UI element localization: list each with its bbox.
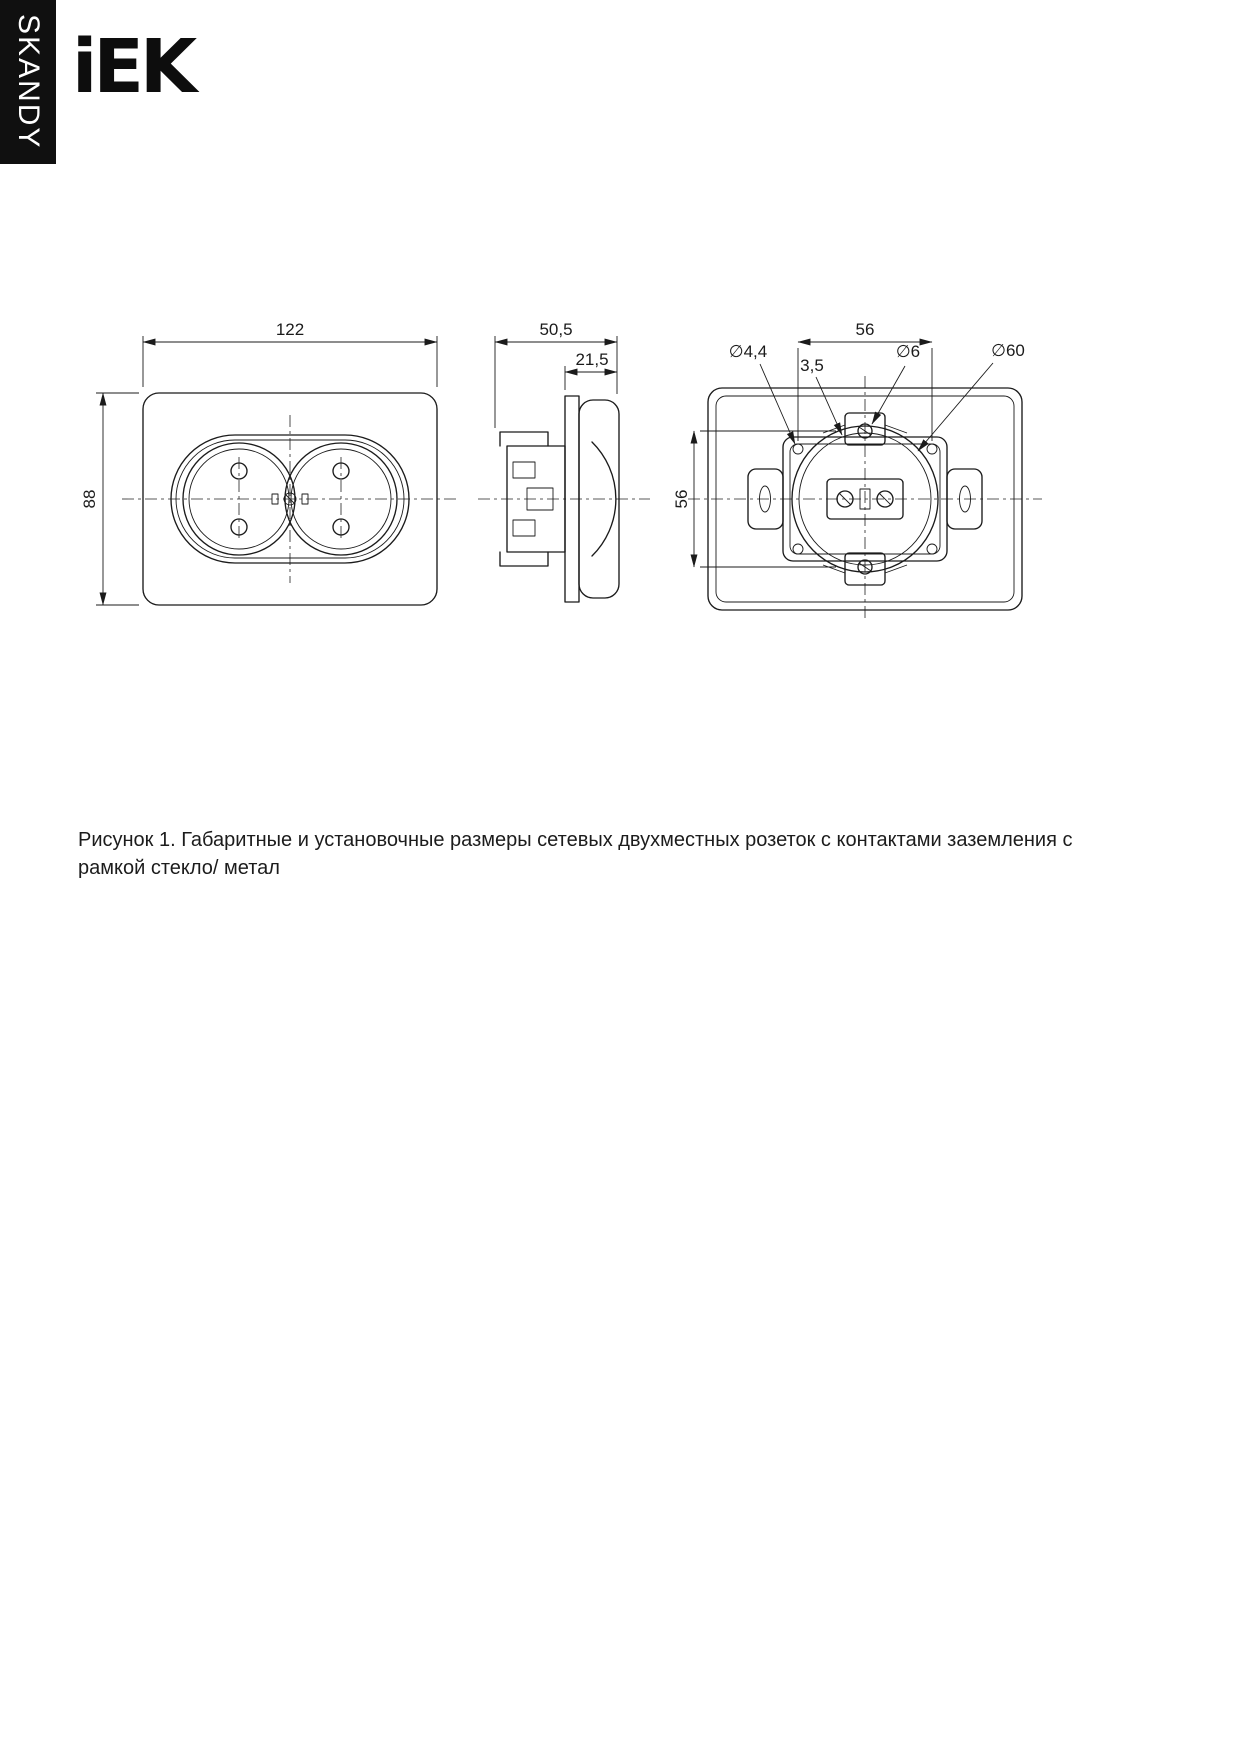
back-offset-leader (815, 376, 843, 436)
back-claw-bottom-arm-left (822, 564, 846, 574)
back-box-circle-outer (791, 425, 939, 573)
front-socket-left-inner (188, 448, 290, 550)
back-support-frame-inner (789, 443, 941, 555)
back-plate-inner-outline (715, 395, 1015, 603)
front-view: 122 88 (80, 320, 458, 606)
back-terminal-center (859, 488, 871, 510)
series-tab: SKANDY (0, 0, 56, 164)
back-vspan-label: 56 (672, 490, 691, 509)
front-plate-outline (142, 392, 438, 606)
front-socket-left-outer (182, 442, 296, 556)
side-terminal-top (512, 461, 536, 479)
back-fixing-hole-dia-label: ∅6 (896, 342, 920, 361)
front-socket-right-hole-top (332, 462, 350, 480)
back-corner-hole-top-right (926, 443, 938, 455)
side-view: 50,5 21,5 (478, 320, 650, 603)
back-corner-hole-bottom-left (792, 543, 804, 555)
front-socket-left-hole-top (230, 462, 248, 480)
front-width-label: 122 (276, 320, 304, 339)
back-claw-top-arm-right (884, 424, 908, 434)
front-center-screw-slot (284, 493, 296, 505)
side-terminal-bottom (512, 519, 536, 537)
back-terminal-screw-left-slot (838, 492, 852, 506)
back-view: 56 56 ∅4,4 3,5 ∅6 ∅60 (672, 320, 1042, 622)
front-socket-right-inner (290, 448, 392, 550)
back-box-dia-leader (917, 362, 994, 452)
back-wing-right-slot (959, 485, 971, 513)
back-claw-top-screw (857, 423, 873, 439)
side-front-cover (578, 399, 620, 599)
back-wing-left-slot (759, 485, 771, 513)
side-bracket-top (499, 431, 549, 447)
front-socket-surround-outer (170, 434, 410, 564)
front-socket-left-hole-bottom (230, 518, 248, 536)
front-center-screw (283, 492, 297, 506)
back-box-circle-inner (798, 432, 932, 566)
back-wing-right (946, 468, 983, 530)
back-claw-bottom-body (844, 552, 886, 586)
front-socket-surround-inner (175, 439, 405, 559)
side-bracket-bottom (499, 551, 549, 567)
front-height-label: 88 (80, 490, 99, 509)
back-claw-bottom-screw-slot (858, 562, 872, 572)
back-claw-top-screw-slot (858, 426, 872, 436)
back-corner-hole-bottom-right (926, 543, 938, 555)
front-socket-right-hole-bottom (332, 518, 350, 536)
front-socket-right-outer (284, 442, 398, 556)
back-terminal-screw-right-slot (878, 492, 892, 506)
side-socket-dome (591, 441, 617, 557)
back-claw-screw-dia-label: ∅4,4 (729, 342, 767, 361)
back-corner-hole-top-left (792, 443, 804, 455)
back-claw-screw-dia-leader (759, 363, 796, 445)
back-claw-bottom-screw (857, 559, 873, 575)
side-protrusion-label: 21,5 (575, 350, 608, 369)
back-terminal-screw-right (876, 490, 894, 508)
back-hspan-label: 56 (856, 320, 875, 339)
back-terminal-screw-left (836, 490, 854, 508)
back-plate-outline (707, 387, 1023, 611)
back-box-dia-label: ∅60 (991, 341, 1025, 360)
side-terminal-middle (526, 487, 554, 511)
back-fixing-hole-dia-leader (871, 365, 906, 425)
series-label: SKANDY (12, 14, 45, 150)
brand-logo: iEK (72, 30, 197, 104)
front-center-clip-left (271, 493, 279, 505)
back-claw-top-body (844, 412, 886, 446)
back-claw-bottom-arm-right (884, 564, 908, 574)
back-wing-left (747, 468, 784, 530)
back-terminal-block (826, 478, 904, 520)
front-center-clip-right (301, 493, 309, 505)
back-claw-top-arm-left (822, 424, 846, 434)
back-offset-label: 3,5 (800, 356, 824, 375)
figure-caption: Рисунок 1. Габаритные и установочные раз… (78, 829, 1073, 879)
brand-logo-text: iEK (72, 24, 197, 110)
side-depth-label: 50,5 (539, 320, 572, 339)
